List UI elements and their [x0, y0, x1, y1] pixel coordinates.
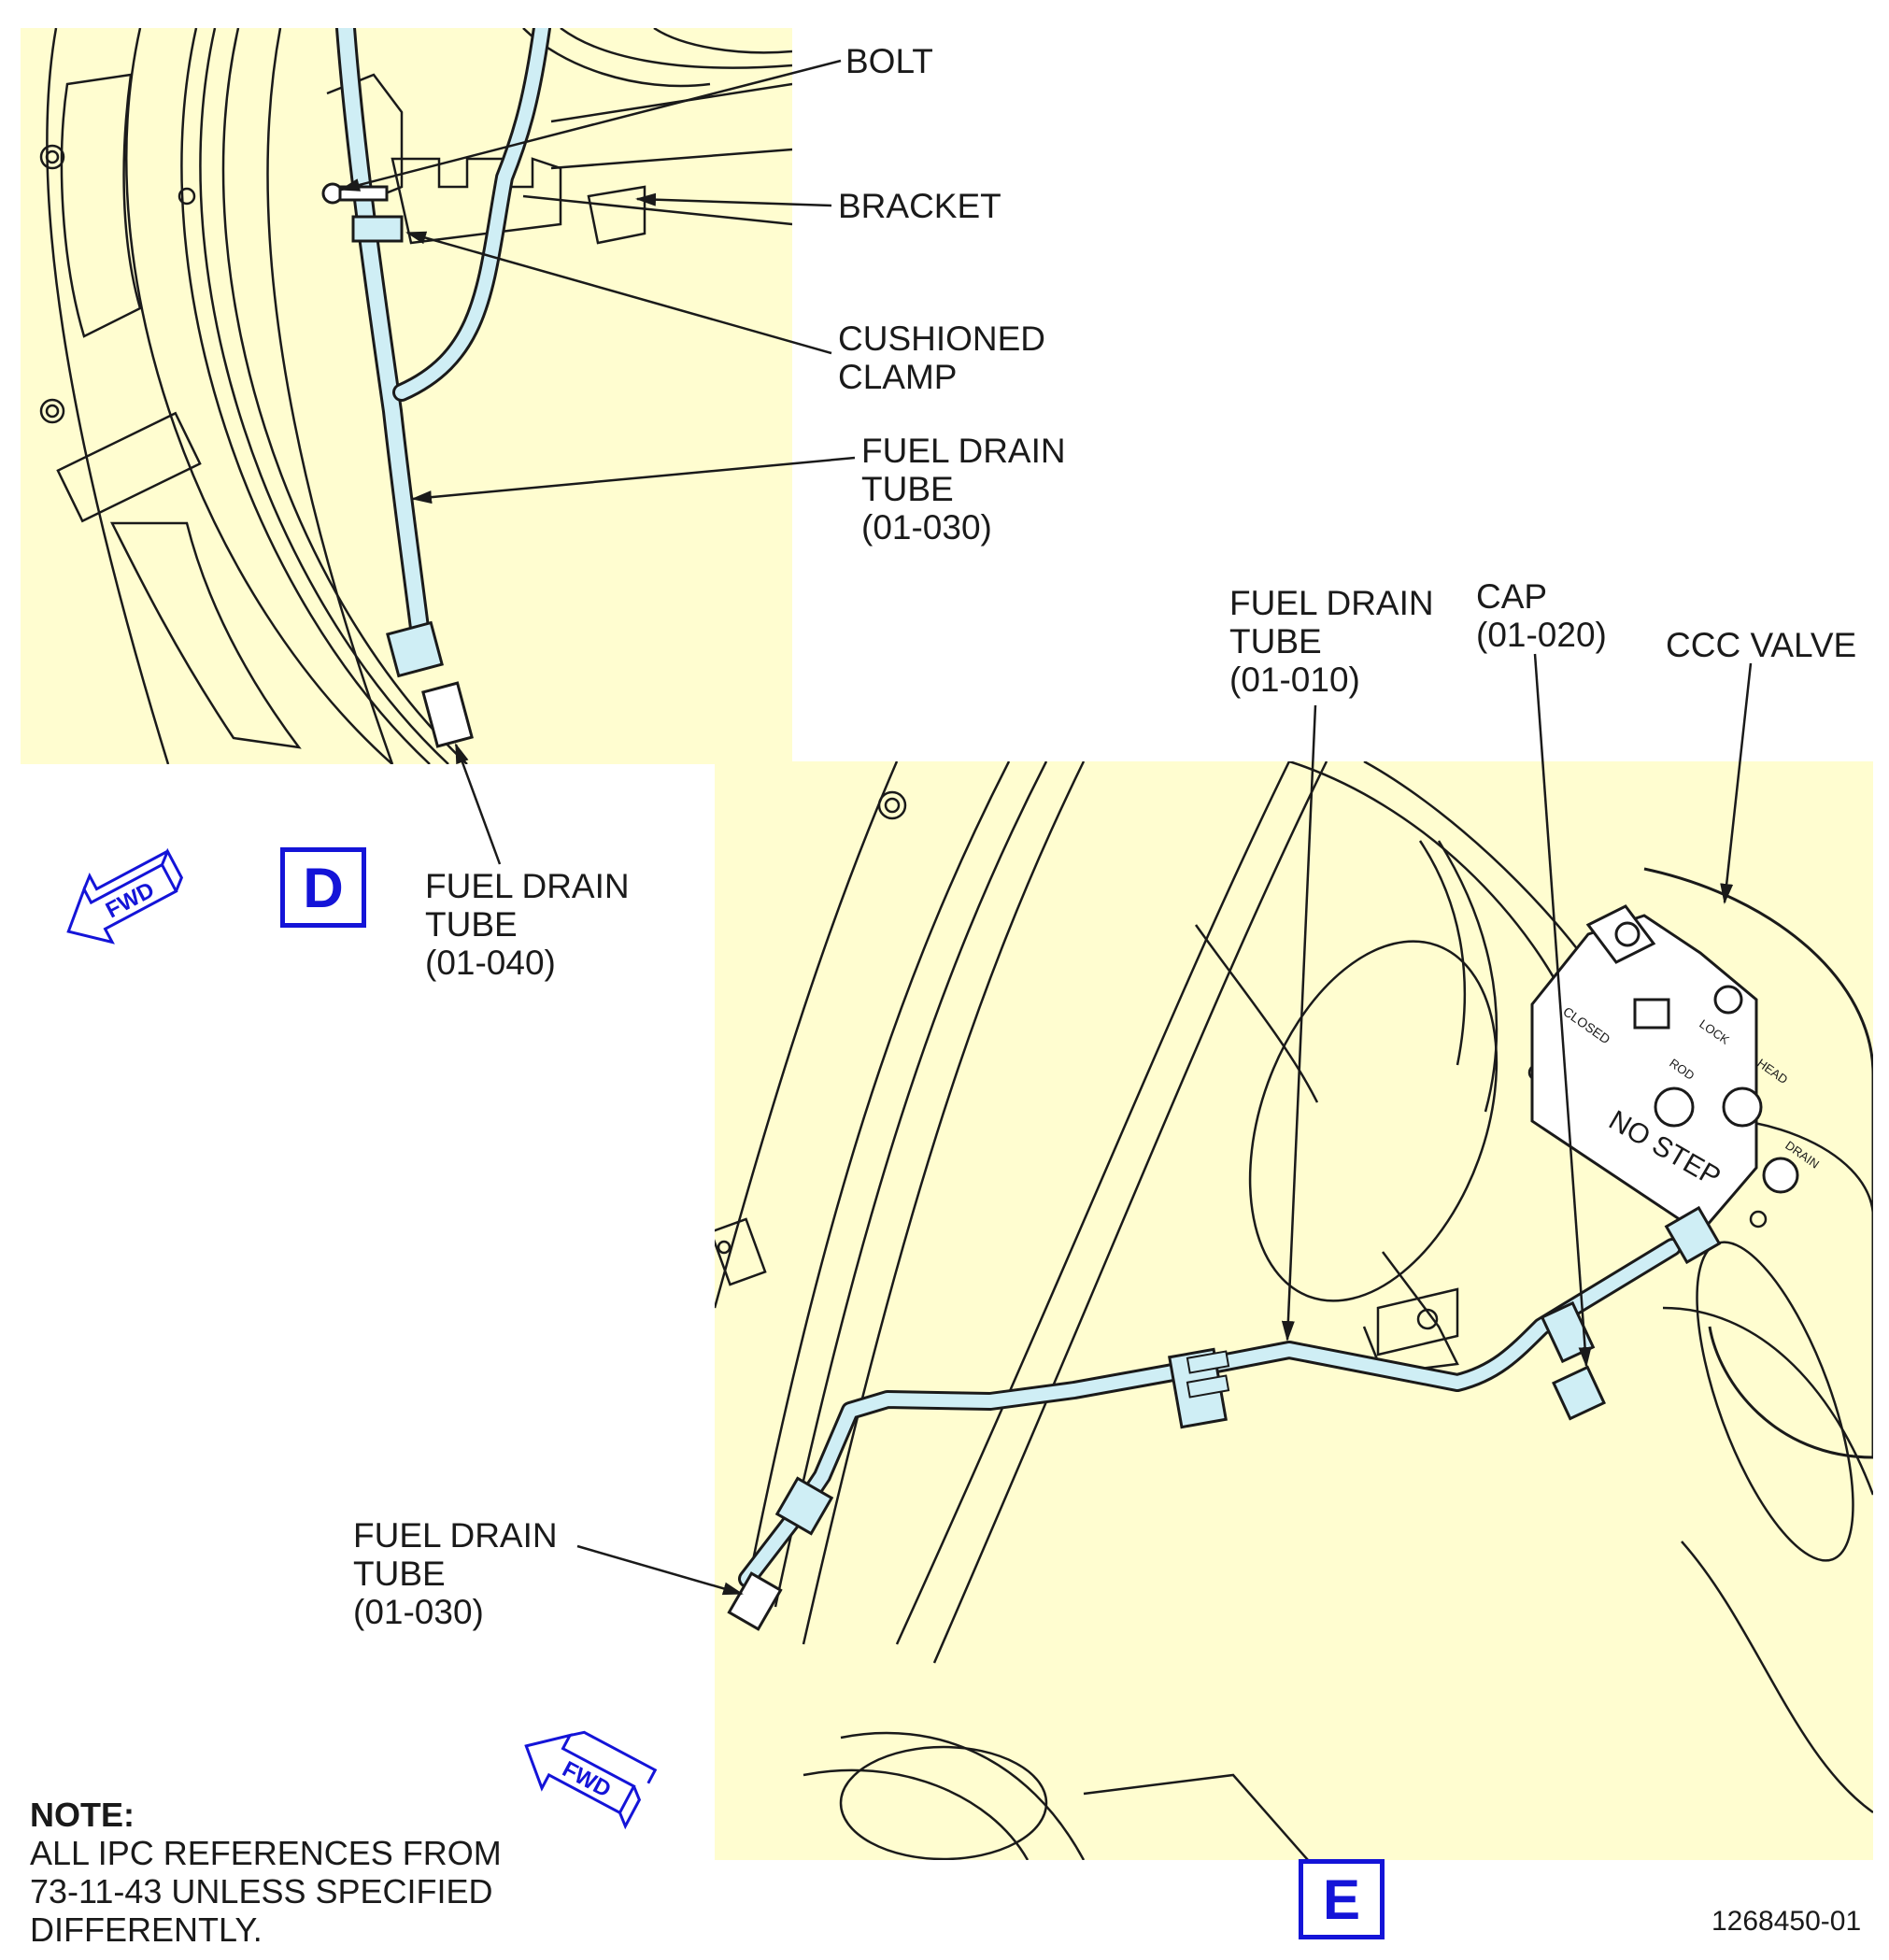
callout-fuel-drain-tube-01-030-d: FUEL DRAIN TUBE (01-030) — [861, 432, 1066, 547]
fwd-arrow-icon: FWD — [524, 1730, 658, 1830]
callout-fuel-drain-tube-01-030-e: FUEL DRAIN TUBE (01-030) — [353, 1516, 558, 1631]
note-body: ALL IPC REFERENCES FROM 73-11-43 UNLESS … — [30, 1834, 502, 1949]
view-d-label: D — [280, 847, 366, 928]
callout-ccc-valve: CCC VALVE — [1666, 626, 1857, 664]
note-title: NOTE: — [30, 1796, 135, 1834]
note-block: NOTE: ALL IPC REFERENCES FROM 73-11-43 U… — [30, 1796, 502, 1949]
view-d-panel — [21, 28, 856, 865]
fwd-arrow-icon: FWD — [66, 847, 184, 944]
callout-bolt: BOLT — [845, 42, 933, 80]
view-e-panel: NO STEP CLOSED LOCK ROD HEAD DRAIN — [576, 653, 1873, 1860]
figure-number: 1268450-01 — [1711, 1906, 1862, 1937]
view-e-label: E — [1299, 1859, 1385, 1939]
callout-cap: CAP (01-020) — [1476, 577, 1607, 654]
callout-fuel-drain-tube-01-010: FUEL DRAIN TUBE (01-010) — [1229, 584, 1434, 699]
callout-bracket: BRACKET — [838, 187, 1001, 225]
callout-fuel-drain-tube-01-040: FUEL DRAIN TUBE (01-040) — [425, 867, 630, 982]
callout-cushioned-clamp: CUSHIONED CLAMP — [838, 320, 1046, 396]
